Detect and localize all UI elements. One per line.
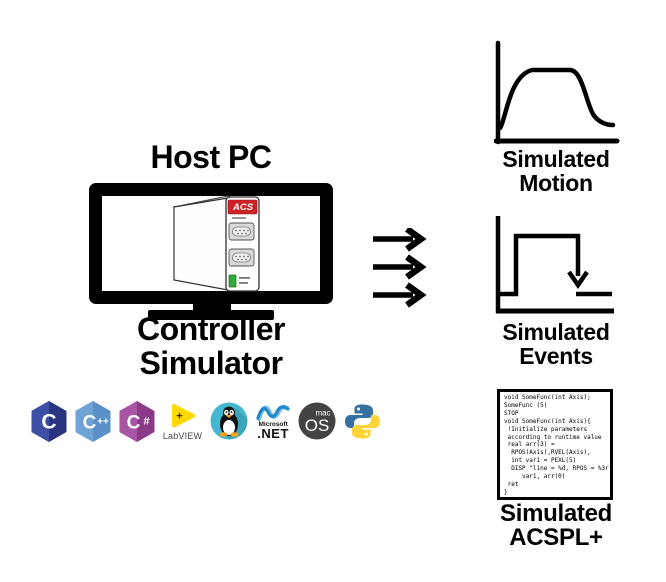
acs-brand-text: ACS <box>232 202 254 213</box>
device-led-label-marking2 <box>239 282 248 284</box>
c-logo: C <box>31 400 67 442</box>
controller-simulator-caption: Controller Simulator <box>61 312 361 380</box>
simulated-motion-label: Simulated Motion <box>491 147 621 195</box>
caption-line-controller: Controller <box>137 311 285 347</box>
db9-connector-top-inner <box>232 226 251 237</box>
device-model-marking <box>232 217 246 219</box>
cpp-logo-icon: C ++ <box>75 400 111 442</box>
acspl-label-line1: Simulated <box>500 500 612 527</box>
flow-arrows-icon <box>373 228 427 308</box>
dotnet-wave-icon <box>256 404 290 421</box>
monitor-stand-neck <box>193 303 231 311</box>
code-line: RPOS(Axis),RVEL(Axis), <box>504 449 591 457</box>
device-front-panel <box>225 196 260 292</box>
acspl-label-line2: ACSPL+ <box>509 524 603 551</box>
code-line: according to runtime value <box>504 433 602 441</box>
code-line: real arr(3) = <box>504 441 555 449</box>
code-line: int var1 = PEXL(5) <box>504 457 577 465</box>
labview-logo: + LabVIEW <box>163 402 202 441</box>
macos-logo-icon: mac OS <box>298 402 336 440</box>
code-line: STOP <box>504 409 519 417</box>
motion-label-line2: Motion <box>519 170 593 196</box>
motion-label-line1: Simulated <box>502 146 610 172</box>
code-line: void SomeFunc(int Axis){ <box>504 417 591 425</box>
db9-connector-bottom-inner <box>232 252 251 263</box>
code-line: void SomeFunc(int Axis); <box>504 394 591 401</box>
csharp-logo-icon: C # <box>119 400 155 442</box>
simulated-acspl-label: Simulated ACSPL+ <box>491 502 621 550</box>
macos-mac-text: mac <box>315 409 330 418</box>
events-label-line2: Events <box>519 343 593 369</box>
acs-badge <box>227 199 258 215</box>
labview-logo-icon: + <box>171 403 196 428</box>
device-led <box>228 274 237 288</box>
dotnet-logo: Microsoft .NET <box>256 403 290 440</box>
device-led-label-marking <box>239 277 250 279</box>
events-label-line1: Simulated <box>502 319 610 345</box>
monitor-frame: ACS <box>89 183 333 304</box>
csharp-logo-sharp: # <box>143 415 149 427</box>
c-logo-icon: C <box>31 400 67 442</box>
python-logo-icon <box>344 404 380 438</box>
code-line: !Initialize parameters <box>504 425 588 433</box>
caption-line-simulator: Simulator <box>139 345 283 381</box>
linux-logo <box>210 402 248 440</box>
monitor-stand-base <box>148 310 274 320</box>
controller-device-illustration: ACS <box>172 195 260 292</box>
labview-logo-text: LabVIEW <box>162 430 203 441</box>
simulated-events-label: Simulated Events <box>491 320 621 368</box>
python-logo <box>344 403 381 440</box>
code-line: } <box>504 488 508 496</box>
simulated-events-icon <box>495 216 614 314</box>
dotnet-microsoft-text: Microsoft <box>258 420 288 428</box>
cpp-logo-plusplus: ++ <box>97 416 109 427</box>
simulated-motion-icon <box>494 40 620 145</box>
device-side-face <box>173 197 229 291</box>
cpp-logo-letter: C <box>83 412 97 433</box>
code-line: ret <box>504 480 519 488</box>
cpp-logo: C ++ <box>75 400 111 442</box>
macos-os-text: OS <box>305 416 330 435</box>
language-logos-row: C C ++ C # + <box>31 395 381 447</box>
code-line: SomeFunc (5) <box>504 401 548 409</box>
code-line: var1, arr(0) <box>504 473 566 481</box>
acspl-code-box: void SomeFunc(int Axis); SomeFunc (5) ST… <box>497 389 613 500</box>
host-pc-title: Host PC <box>150 139 272 175</box>
c-logo-letter: C <box>41 410 56 433</box>
code-line: DISP "line = %d, RPOS = %3r <box>504 465 609 473</box>
linux-tux-icon <box>210 402 248 440</box>
macos-logo: mac OS <box>298 402 336 440</box>
dotnet-net-text: .NET <box>257 425 289 441</box>
csharp-logo-letter: C <box>127 412 141 433</box>
labview-plus-glyph: + <box>176 410 182 422</box>
csharp-logo: C # <box>119 400 155 442</box>
